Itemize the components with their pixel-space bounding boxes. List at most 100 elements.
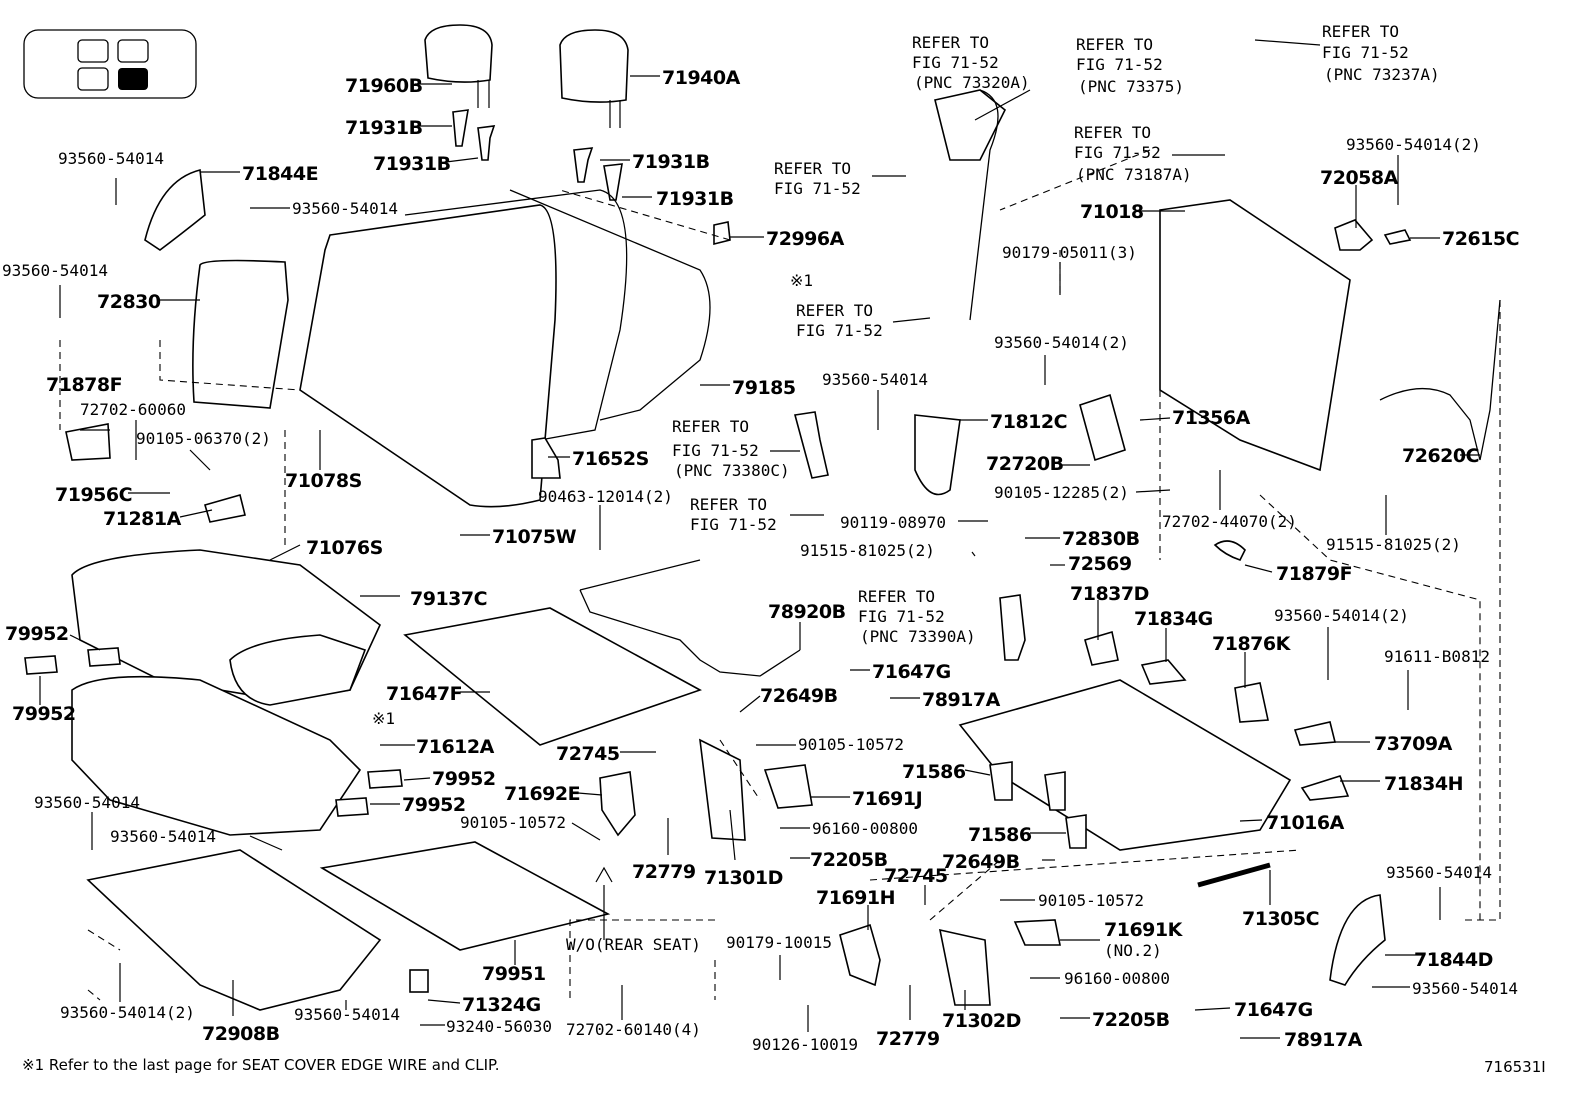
part-label: 90105-10572	[1038, 891, 1144, 910]
part-label: 71844D	[1414, 949, 1493, 971]
part-label: 71956C	[55, 484, 132, 506]
part-label: 71016A	[1266, 812, 1345, 834]
part-label: 72745	[884, 865, 948, 887]
part-label: 93560-54014(2)	[60, 1003, 195, 1022]
svg-text:REFER TO: REFER TO	[1322, 22, 1399, 41]
refer-note: REFER TO FIG 71-52	[796, 301, 883, 340]
part-label: 79951	[482, 963, 546, 985]
part-label: 71837D	[1070, 583, 1149, 605]
part-label: 79952	[12, 703, 76, 725]
part-label: 72779	[632, 861, 696, 883]
svg-text:REFER TO: REFER TO	[774, 159, 851, 178]
part-label: 78917A	[922, 689, 1001, 711]
part-label: 71324G	[462, 994, 541, 1016]
svg-text:(PNC 73237A): (PNC 73237A)	[1324, 65, 1440, 84]
svg-text:FIG 71-52: FIG 71-52	[912, 53, 999, 72]
svg-text:(PNC 73380C): (PNC 73380C)	[674, 461, 790, 480]
part-label: 71612A	[416, 736, 495, 758]
part-label: 71586	[902, 761, 966, 783]
svg-text:REFER TO: REFER TO	[690, 495, 767, 514]
part-label: 72649B	[942, 851, 1020, 873]
part-label: 90179-10015	[726, 933, 832, 952]
part-label: 71879F	[1276, 563, 1352, 585]
refer-note: REFER TO FIG 71-52 (PNC 73375)	[1076, 35, 1184, 96]
part-label: 71075W	[492, 526, 577, 548]
part-label: 93560-54014	[1386, 863, 1492, 882]
part-label: 72205B	[810, 849, 888, 871]
part-label: 93560-54014	[110, 827, 216, 846]
part-label: 71647F	[386, 683, 462, 705]
part-label: 93560-54014	[34, 793, 140, 812]
part-label: 79137C	[410, 588, 487, 610]
part-label: 93560-54014	[2, 261, 108, 280]
part-label: 71691K	[1104, 919, 1184, 941]
part-label: 71812C	[990, 411, 1067, 433]
part-label: (NO.2)	[1104, 941, 1162, 960]
part-label: 90179-05011(3)	[1002, 243, 1137, 262]
svg-text:REFER TO: REFER TO	[1076, 35, 1153, 54]
part-label: 71960B	[345, 75, 423, 97]
part-label: 72830	[97, 291, 161, 313]
part-label: 78920B	[768, 601, 846, 623]
part-label: 71844E	[242, 163, 318, 185]
part-label: 90126-10019	[752, 1035, 858, 1054]
part-label: 90119-08970	[840, 513, 946, 532]
part-label: 72720B	[986, 453, 1064, 475]
part-label: 71691J	[852, 788, 922, 810]
seat-location-indicator-icon	[23, 29, 197, 99]
svg-text:(PNC 73187A): (PNC 73187A)	[1076, 165, 1192, 184]
part-label: 71692E	[504, 783, 580, 805]
svg-text:FIG 71-52: FIG 71-52	[690, 515, 777, 534]
part-label: 71876K	[1212, 633, 1292, 655]
svg-text:FIG 71-52: FIG 71-52	[796, 321, 883, 340]
part-label: 72702-60060	[80, 400, 186, 419]
part-label: 91515-81025(2)	[1326, 535, 1461, 554]
footnote: ※1 Refer to the last page for SEAT COVER…	[22, 1056, 500, 1074]
part-label: 71931B	[632, 151, 710, 173]
part-illustrations	[24, 24, 1501, 1011]
part-number-labels: 71960B 71940A 71931B 71931B 71931B 71931…	[2, 67, 1520, 1054]
svg-text:FIG 71-52: FIG 71-52	[774, 179, 861, 198]
part-label: 71931B	[345, 117, 423, 139]
part-label: 78917A	[1284, 1029, 1363, 1051]
svg-text:FIG 71-52: FIG 71-52	[1322, 43, 1409, 62]
refer-note: REFER TO FIG 71-52 (PNC 73187A)	[1074, 123, 1192, 184]
part-label: 72702-60140(4)	[566, 1020, 701, 1039]
part-label: 93560-54014	[292, 199, 398, 218]
part-label: 72830B	[1062, 528, 1140, 550]
part-label: 91611-B0812	[1384, 647, 1490, 666]
part-label: 79185	[732, 377, 796, 399]
svg-text:FIG 71-52: FIG 71-52	[1076, 55, 1163, 74]
part-label: 71647G	[1234, 999, 1313, 1021]
leader-lines	[39, 39, 1480, 1039]
part-label: 93560-54014	[1412, 979, 1518, 998]
part-label: 93560-54014	[822, 370, 928, 389]
svg-text:(PNC 73320A): (PNC 73320A)	[914, 73, 1030, 92]
part-label: 72058A	[1320, 167, 1399, 189]
svg-text:(PNC 73390A): (PNC 73390A)	[860, 627, 976, 646]
part-label: 71301D	[704, 867, 783, 889]
part-label: 71356A	[1172, 407, 1251, 429]
svg-text:REFER TO: REFER TO	[796, 301, 873, 320]
part-label: 96160-00800	[1064, 969, 1170, 988]
part-label: 72205B	[1092, 1009, 1170, 1031]
part-label: 71834G	[1134, 608, 1213, 630]
part-label: 71302D	[942, 1010, 1021, 1032]
diagram-code: 716531I	[1484, 1058, 1546, 1076]
part-label: 93560-54014	[294, 1005, 400, 1024]
part-label: ※1	[790, 271, 813, 290]
part-label: 72996A	[766, 228, 845, 250]
refer-note: REFER TO FIG 71-52	[690, 495, 777, 534]
part-label: 72569	[1068, 553, 1132, 575]
part-label: 93560-54014	[58, 149, 164, 168]
part-label: 71647G	[872, 661, 951, 683]
part-label: 72615C	[1442, 228, 1519, 250]
part-label: 71018	[1080, 201, 1144, 223]
part-label: 71305C	[1242, 908, 1319, 930]
svg-text:FIG 71-52: FIG 71-52	[858, 607, 945, 626]
part-label: 93560-54014(2)	[1346, 135, 1481, 154]
part-label: 72702-44070(2)	[1162, 512, 1297, 531]
part-label: 71281A	[103, 508, 182, 530]
refer-to-notes: REFER TO FIG 71-52 (PNC 73320A) REFER TO…	[672, 22, 1440, 646]
